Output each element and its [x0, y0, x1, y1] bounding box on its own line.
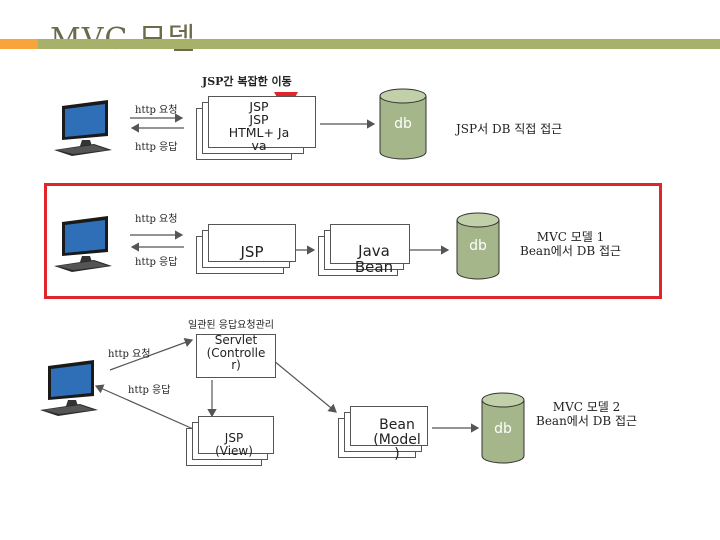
- s1-jsp-card-front: [208, 96, 316, 148]
- s2-http-response-label: http 응답: [135, 257, 178, 268]
- s1-jsp-text: JSP JSP HTML+ Ja va: [228, 99, 290, 154]
- s3-bean-card-front: [350, 406, 428, 446]
- s2-bean-text: Java Bean: [354, 242, 394, 276]
- title-accent: [0, 39, 38, 49]
- s1-caption: JSP간 복잡한 이동: [202, 75, 292, 88]
- s2-jsp-text: JSP: [240, 243, 264, 261]
- s3-jsp-text: JSP (View): [215, 431, 253, 458]
- s3-db-cylinder: [481, 392, 525, 464]
- s2-db-cylinder: [456, 212, 500, 280]
- s3-db-label: db: [494, 421, 512, 437]
- s3-servlet-bean-arrow: [267, 355, 337, 413]
- s3-bean-text: Bean (Model ): [373, 417, 421, 463]
- title-underline: [0, 39, 720, 49]
- computer-icon: [40, 360, 98, 416]
- computer-icon: [54, 100, 112, 156]
- s3-jsp-card-front: [198, 416, 274, 454]
- s2-note: MVC 모델 1 Bean에서 DB 접근: [520, 230, 622, 259]
- s3-note: MVC 모델 2 Bean에서 DB 접근: [536, 400, 638, 429]
- s2-http-request-label: http 요청: [135, 214, 178, 225]
- s1-http-request-label: http 요청: [135, 105, 178, 116]
- s3-http-request-label: http 요청: [108, 349, 151, 360]
- s1-db-label: db: [394, 116, 412, 132]
- computer-icon: [54, 216, 112, 272]
- s3-servlet-text: Servlet (Controlle r): [206, 333, 266, 373]
- s3-jsp-response-arrow: [94, 384, 201, 433]
- s3-http-response-label: http 응답: [128, 385, 171, 396]
- s1-http-response-label: http 응답: [135, 142, 178, 153]
- model1-highlight-box: [44, 183, 662, 299]
- s2-jsp-card-front: [208, 224, 296, 262]
- s3-caption: 일관된 응답요청관리: [188, 320, 274, 331]
- s1-db-cylinder: [379, 88, 427, 160]
- s3-servlet-box: [196, 334, 276, 378]
- s3-request-arrow: [109, 337, 194, 371]
- s2-db-label: db: [469, 238, 487, 254]
- s2-bean-card-front: [330, 224, 410, 264]
- s1-note: JSP서 DB 직접 접근: [456, 122, 563, 136]
